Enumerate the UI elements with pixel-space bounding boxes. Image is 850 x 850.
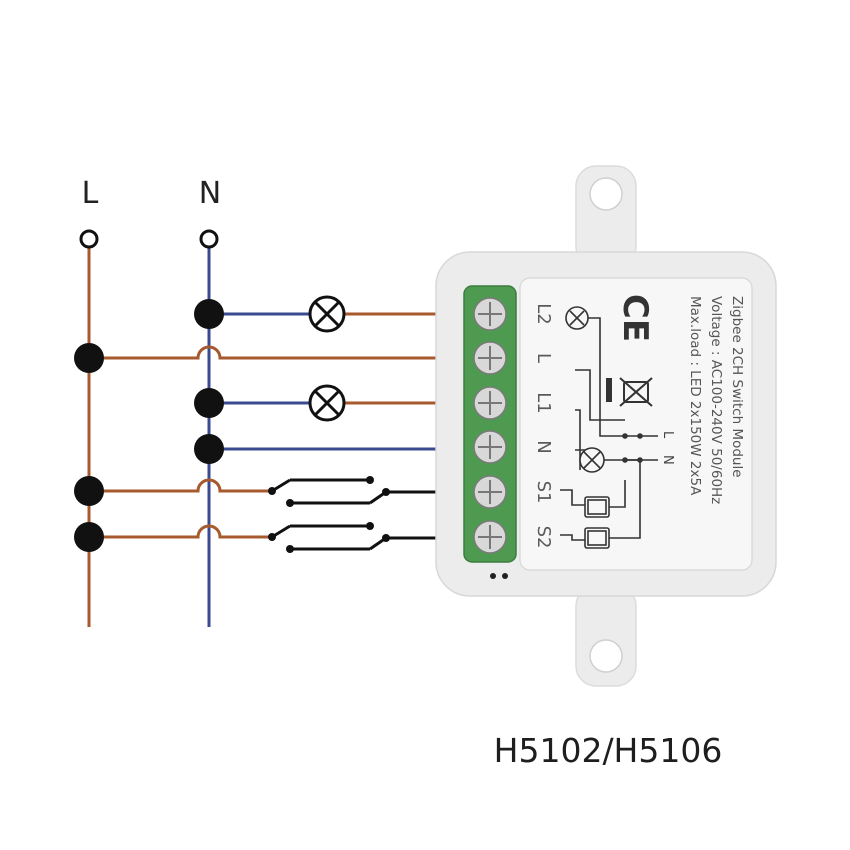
schematic-node xyxy=(637,433,643,439)
terminal-label-l: L xyxy=(533,353,554,363)
lamp-1-icon xyxy=(308,295,346,333)
junction-dot xyxy=(194,299,224,329)
terminal-screw xyxy=(473,475,507,509)
junction-dot xyxy=(74,522,104,552)
module-max-load: Max.load : LED 2x150W 2x5A xyxy=(687,296,703,496)
schematic-lamp-icon xyxy=(565,306,589,330)
lamp-2-icon xyxy=(308,384,346,422)
switch2-live-wire xyxy=(89,524,272,539)
terminal-label-s1: S1 xyxy=(533,481,554,504)
terminal-label-l2: L2 xyxy=(533,303,554,324)
schematic-node xyxy=(622,457,628,463)
junction-dot xyxy=(194,388,224,418)
schematic-node xyxy=(622,433,628,439)
live-terminal-circle xyxy=(79,229,99,249)
terminal-screw xyxy=(473,430,507,464)
module-title: Zigbee 2CH Switch Module xyxy=(729,296,745,478)
neutral-label: N xyxy=(199,176,221,211)
indicator-dot xyxy=(502,573,508,579)
ce-mark: CE xyxy=(615,294,655,342)
schematic-l-label: L xyxy=(660,431,675,439)
terminal-block xyxy=(463,285,517,563)
terminal-label-s2: S2 xyxy=(533,526,554,549)
module-voltage: Voltage : AC100-240V 50/60Hz xyxy=(708,296,724,504)
schematic-n-label: N xyxy=(660,455,675,465)
switch-module: Zigbee 2CH Switch Module Voltage : AC100… xyxy=(435,165,777,687)
mounting-ear-bottom xyxy=(575,585,637,687)
terminal-screw xyxy=(473,520,507,554)
weee-bar-icon xyxy=(606,378,612,402)
junction-dot xyxy=(194,434,224,464)
terminal-screw xyxy=(473,386,507,420)
terminal-label-l1: L1 xyxy=(533,392,554,413)
terminal-screw xyxy=(473,297,507,331)
junction-dot xyxy=(74,343,104,373)
indicator-dot xyxy=(490,573,496,579)
model-number: H5102/H5106 xyxy=(494,731,723,770)
label-panel xyxy=(519,277,753,571)
schematic-node xyxy=(637,457,643,463)
mounting-ear-top xyxy=(575,165,637,267)
switch-1-icon xyxy=(268,476,390,507)
live-feed-wire xyxy=(89,345,490,360)
weee-bin-icon xyxy=(619,377,653,407)
neutral-terminal-circle xyxy=(199,229,219,249)
terminal-screw xyxy=(473,341,507,375)
switch1-live-wire xyxy=(89,478,272,493)
switch-2-icon xyxy=(268,522,390,553)
terminal-label-n: N xyxy=(533,440,554,453)
schematic-lamp-icon xyxy=(579,447,605,473)
line-label: L xyxy=(82,176,99,211)
junction-dot xyxy=(74,476,104,506)
